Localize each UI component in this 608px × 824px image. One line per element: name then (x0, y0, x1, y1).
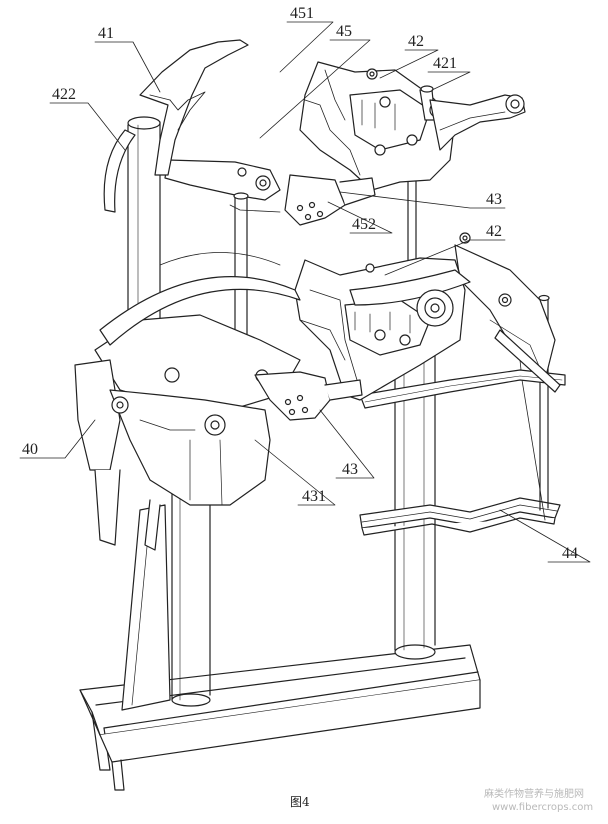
watermark-url: www.fibercrops.com (492, 802, 593, 813)
label-43-top: 43 (486, 191, 502, 208)
label-43-bottom: 43 (342, 461, 358, 478)
upper-head-42 (299, 61, 456, 191)
label-41: 41 (98, 25, 114, 42)
gear-housing-40 (74, 252, 301, 551)
leader-lines (19, 21, 591, 563)
label-431: 431 (302, 488, 326, 505)
hook-422 (103, 129, 136, 213)
label-422: 422 (52, 86, 76, 103)
label-451: 451 (290, 5, 314, 22)
label-44: 44 (562, 545, 578, 562)
label-45: 45 (336, 23, 352, 40)
arm-45 (164, 159, 376, 226)
base-channel (79, 644, 481, 791)
right-bracket (454, 244, 561, 393)
label-40: 40 (22, 441, 38, 458)
reference-labels: 41 451 45 42 421 422 43 452 42 40 43 431… (22, 5, 578, 562)
figure-caption: 图4 (290, 795, 310, 809)
label-452: 452 (352, 216, 376, 233)
label-42-mid: 42 (486, 223, 502, 240)
watermark-site-name: 麻类作物营养与施肥网 (484, 787, 584, 800)
plate-44 (359, 497, 561, 536)
lower-head-42 (294, 232, 471, 401)
label-42-top: 42 (408, 33, 424, 50)
arm-43-lower (254, 371, 363, 421)
claw-41 (139, 39, 249, 176)
upper-cam-arm (429, 94, 526, 151)
label-421: 421 (433, 55, 457, 72)
